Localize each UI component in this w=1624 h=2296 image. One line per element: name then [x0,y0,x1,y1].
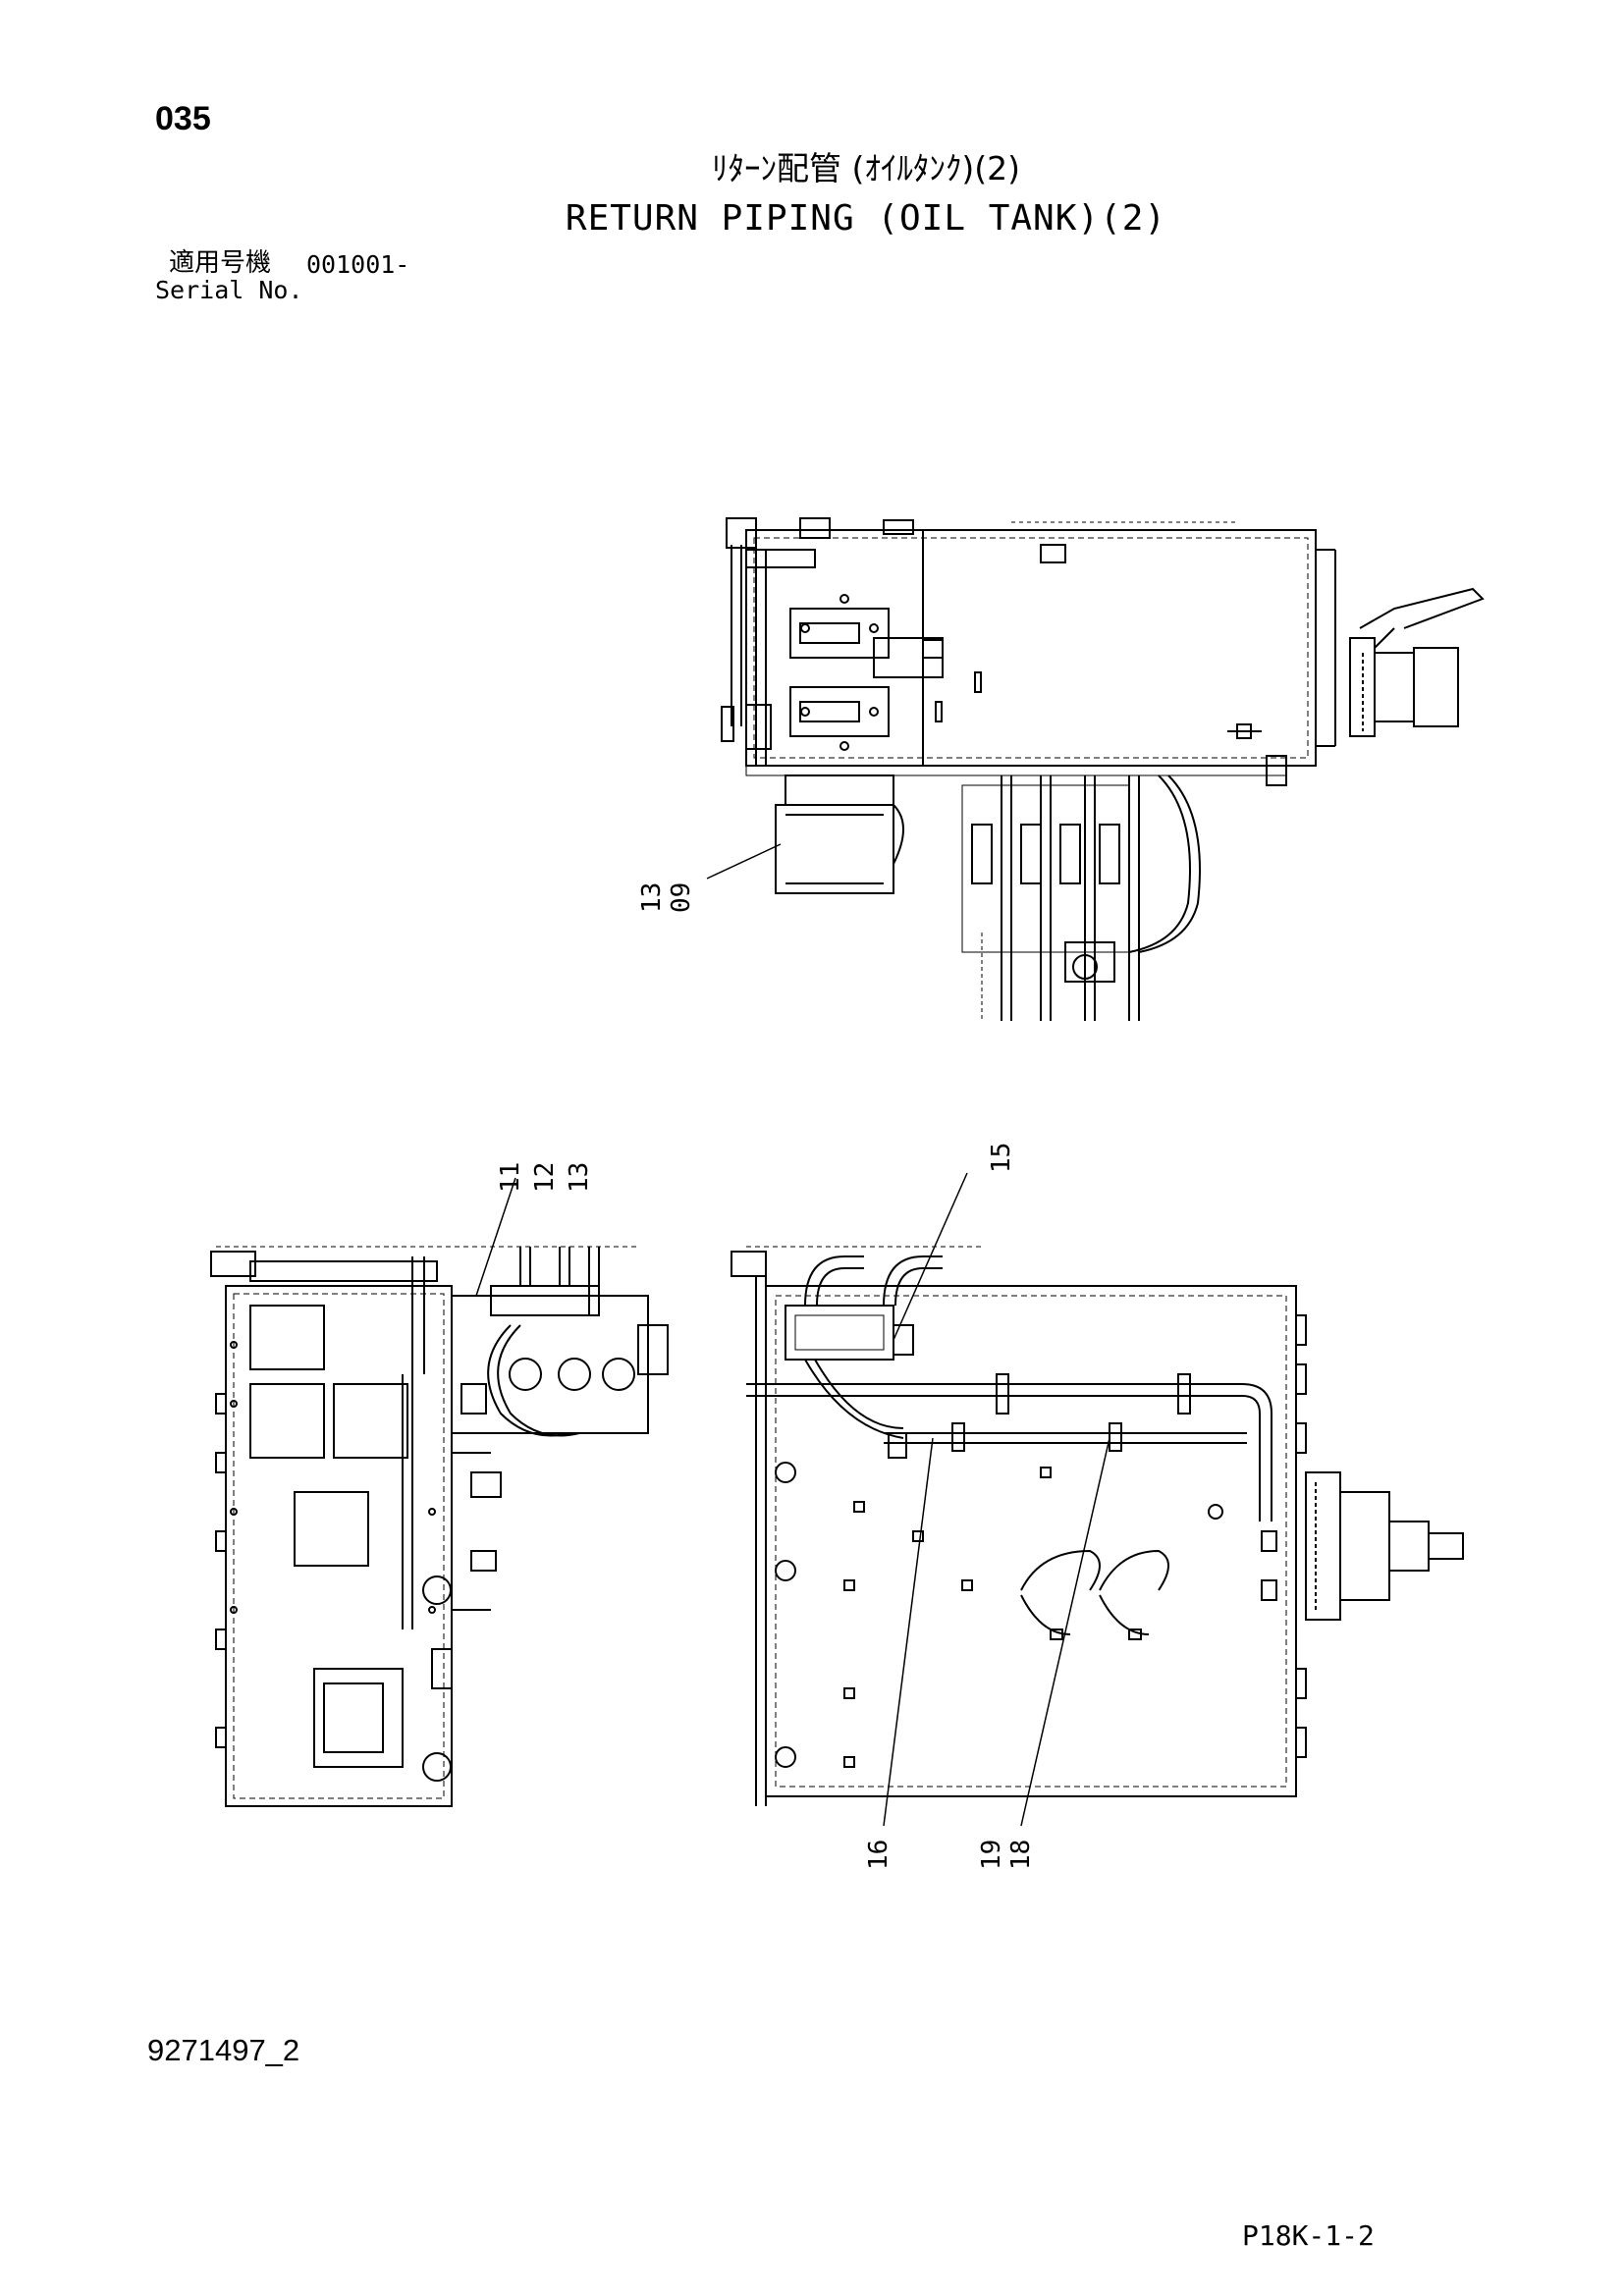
callout-18: 18 [1006,1840,1036,1870]
title-english: RETURN PIPING (OIL TANK)(2) [565,198,1167,239]
page-number: 035 [155,100,211,137]
serial-label-japanese: 適用号機 [169,248,272,278]
left-tank-body [225,1285,453,1807]
bottom-right-view [731,1246,1464,1806]
bottom-left-view [210,1246,669,1807]
callout-11: 11 [496,1162,525,1193]
right-tank-body [765,1285,1297,1797]
callout-15: 15 [987,1143,1016,1173]
page-code: P18K-1-2 [1242,2219,1375,2252]
serial-label-english: Serial No. [155,276,303,304]
callout-19: 19 [977,1840,1006,1870]
callout-09: 09 [667,882,696,913]
callout-12: 12 [530,1162,560,1193]
callout-13-top: 13 [637,882,667,913]
top-view [721,517,1485,1021]
title-japanese: ﾘﾀｰﾝ配管 (ｵｲﾙﾀﾝｸ)(2) [712,149,1020,187]
callout-16: 16 [864,1840,893,1870]
callout-13-bottom: 13 [565,1162,594,1193]
serial-value: 001001- [306,250,410,279]
callout-leaders [475,843,1110,1827]
callouts: 13 09 11 12 13 15 16 19 18 [496,882,1036,1870]
document-number: 9271497_2 [147,2033,300,2067]
